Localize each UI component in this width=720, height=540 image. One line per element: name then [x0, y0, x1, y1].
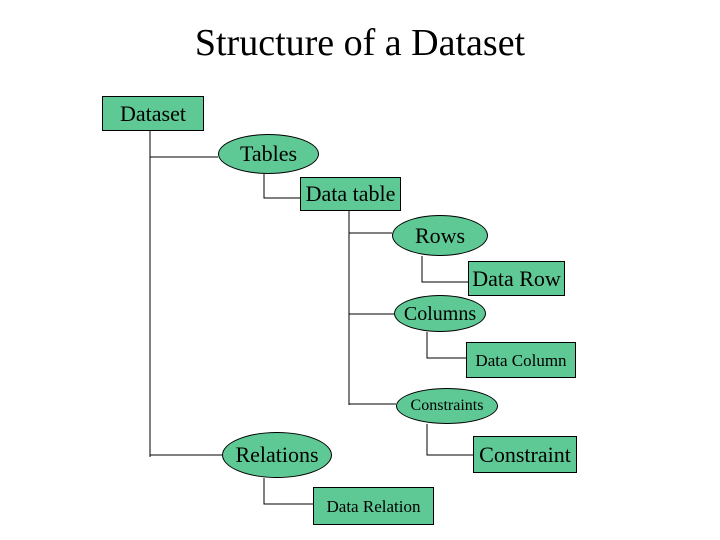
connector-constraints-constraint: [426, 424, 473, 456]
connector-relations-datarelation: [263, 478, 313, 505]
node-dataset: Dataset: [102, 96, 204, 131]
node-data-row: Data Row: [468, 261, 565, 296]
connector-rows-datarow: [421, 256, 468, 283]
node-relations: Relations: [222, 432, 332, 478]
node-rows: Rows: [392, 215, 488, 256]
node-data-relation: Data Relation: [313, 487, 434, 525]
connector-columns-datacolumn: [426, 332, 466, 359]
diagram-title: Structure of a Dataset: [194, 22, 526, 64]
node-columns: Columns: [394, 295, 486, 332]
node-data-table: Data table: [300, 177, 401, 211]
connector-tables-datatable: [263, 174, 300, 199]
connector-dataset-tables: [149, 131, 218, 457]
node-data-column: Data Column: [466, 342, 576, 378]
node-constraints: Constraints: [396, 388, 498, 424]
node-tables: Tables: [218, 134, 319, 174]
node-constraint: Constraint: [473, 436, 577, 473]
